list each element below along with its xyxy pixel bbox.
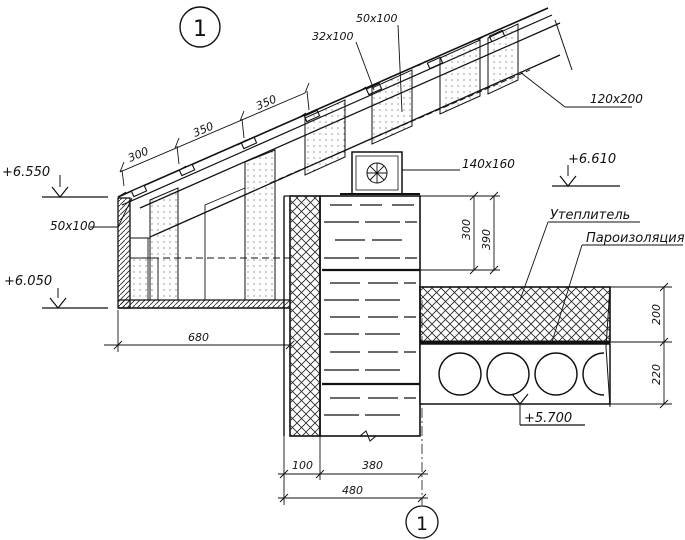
callout-32x100-label: 32x100 bbox=[312, 30, 354, 43]
dim-slab-vertical: 200 220 bbox=[610, 282, 672, 409]
level-label-6610: +6.610 bbox=[568, 152, 616, 167]
detail-marker-top-label: 1 bbox=[193, 17, 207, 42]
detail-marker-bottom: 1 bbox=[405, 300, 439, 539]
dim-480-label: 480 bbox=[342, 484, 363, 497]
label-insulation: Утеплитель bbox=[519, 208, 640, 301]
hollow-core-voids bbox=[438, 352, 605, 396]
label-insulation-text: Утеплитель bbox=[550, 208, 630, 223]
level-mark-6550: +6.550 bbox=[2, 165, 108, 198]
dim-300-wall-label: 300 bbox=[460, 219, 473, 240]
callout-50x100-left: 50x100 bbox=[50, 197, 133, 233]
dim-roof-300: 300 bbox=[126, 145, 150, 165]
callout-140x160-label: 140x160 bbox=[462, 157, 515, 171]
dim-overhang-680: 680 bbox=[104, 310, 295, 352]
detail-marker-top: 1 bbox=[179, 6, 221, 48]
callout-120x200: 120x200 bbox=[519, 71, 643, 108]
dim-680-label: 680 bbox=[188, 331, 209, 344]
wall-plate-beam bbox=[340, 151, 420, 195]
callout-140x160: 140x160 bbox=[402, 157, 515, 171]
level-mark-6050: +6.050 bbox=[4, 274, 108, 309]
callout-50x100-left-label: 50x100 bbox=[50, 219, 96, 233]
dim-220-label: 220 bbox=[650, 364, 663, 385]
dim-roof-350-b: 350 bbox=[254, 93, 278, 113]
dim-wall-vertical: 300 390 bbox=[420, 191, 500, 275]
label-vapor-barrier-text: Пароизоляция bbox=[586, 231, 685, 246]
brick-courses bbox=[322, 204, 420, 416]
dim-wall-horizontal: 100 380 480 bbox=[278, 436, 428, 505]
callout-50x100-top: 50x100 bbox=[356, 12, 403, 113]
level-mark-5700: +5.700 bbox=[420, 393, 585, 426]
callout-120x200-label: 120x200 bbox=[590, 92, 643, 106]
dim-roof-350-a: 350 bbox=[191, 120, 215, 140]
callout-32x100: 32x100 bbox=[312, 30, 375, 91]
level-mark-6610: +6.610 bbox=[552, 152, 620, 187]
detail-marker-bottom-label: 1 bbox=[416, 513, 428, 535]
dim-200-label: 200 bbox=[650, 304, 663, 325]
level-label-5700: +5.700 bbox=[524, 411, 572, 426]
rafter-boards bbox=[304, 23, 519, 176]
level-label-6550: +6.550 bbox=[2, 165, 50, 180]
exterior-wall bbox=[283, 195, 421, 442]
dim-100-label: 100 bbox=[292, 459, 313, 472]
label-vapor-barrier: Пароизоляция bbox=[551, 231, 685, 343]
dim-380-label: 380 bbox=[362, 459, 383, 472]
dim-390-label: 390 bbox=[480, 229, 493, 250]
eave-box bbox=[117, 149, 290, 309]
level-label-6050: +6.050 bbox=[4, 274, 52, 289]
floor-slab bbox=[419, 286, 611, 408]
callout-50x100-top-label: 50x100 bbox=[356, 12, 398, 25]
